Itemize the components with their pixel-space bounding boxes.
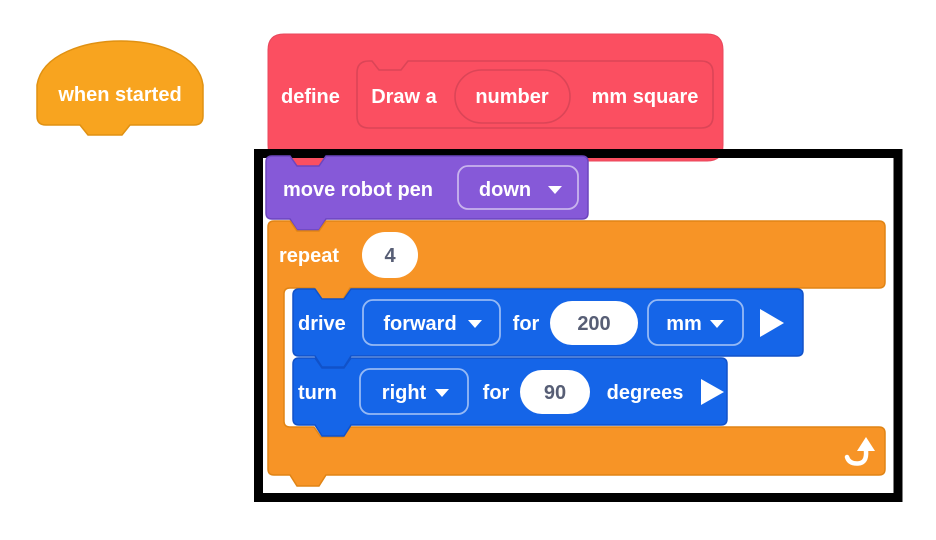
repeat-block[interactable]: repeat 4 [267,220,886,487]
repeat-label: repeat [279,245,339,267]
drive-block[interactable]: drive forward for 200 mm [292,288,804,368]
drive-connector: for [513,313,540,335]
move-pen-label: move robot pen [283,179,433,201]
define-parameter-slot[interactable] [454,69,571,124]
drive-distance-input[interactable] [550,301,638,345]
repeat-count-input[interactable] [362,232,418,278]
drive-direction-dropdown[interactable]: forward [362,299,501,346]
loop-arrow-icon [844,437,875,466]
drive-direction-value: forward [383,313,456,335]
drive-unit-dropdown[interactable]: mm [647,299,744,346]
define-block[interactable]: define Draw a number mm square [267,33,724,173]
turn-block-shape[interactable] [292,357,728,437]
drive-block-shape[interactable] [292,288,804,368]
turn-direction-dropdown[interactable]: right [359,368,469,415]
hat-block-shape[interactable] [36,40,204,136]
repeat-block-shape[interactable] [267,220,886,487]
chevron-down-icon [468,320,482,328]
when-started-label: when started [57,84,181,106]
drive-unit-value: mm [666,313,702,335]
turn-label: turn [298,382,337,404]
turn-connector: for [483,382,510,404]
move-robot-pen-block[interactable]: move robot pen down [265,155,589,231]
drive-label: drive [298,313,346,335]
highlight-frame [254,149,903,502]
repeat-count-value: 4 [384,245,396,267]
turn-angle-input[interactable] [520,370,590,414]
define-name-part2: mm square [592,86,699,108]
drive-distance-value: 200 [577,313,610,335]
when-started-block[interactable]: when started [36,40,204,136]
chevron-down-icon [435,389,449,397]
turn-direction-value: right [382,382,427,404]
define-keyword: define [281,86,340,108]
turn-block[interactable]: turn right for 90 degrees [292,357,728,437]
turn-unit-label: degrees [607,382,684,404]
pen-position-dropdown[interactable]: down [457,165,579,210]
turn-angle-value: 90 [544,382,566,404]
define-parameter-label: number [475,86,549,108]
chevron-down-icon [548,186,562,194]
run-block-icon[interactable] [760,309,784,337]
chevron-down-icon [710,320,724,328]
pen-position-value: down [479,179,531,201]
run-block-icon[interactable] [701,379,724,405]
move-pen-block-shape[interactable] [265,155,589,231]
define-name-part1: Draw a [371,86,437,108]
define-prototype-shape[interactable] [356,60,714,129]
